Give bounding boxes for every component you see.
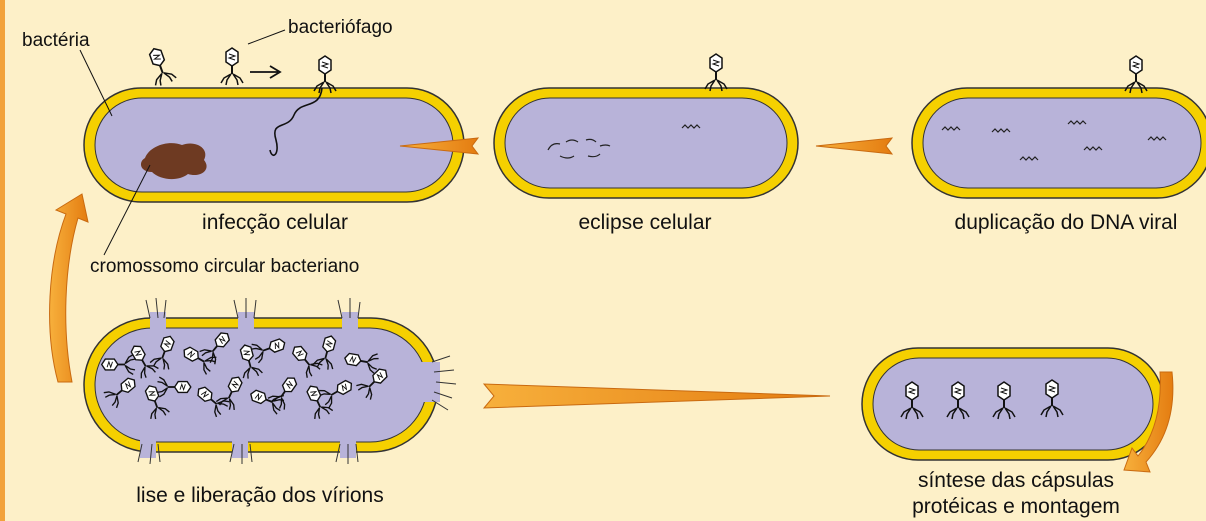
cell-synthesis xyxy=(862,348,1164,460)
stage-infection-caption: infecção celular xyxy=(140,210,410,236)
bacteria-pointer xyxy=(80,50,112,116)
stage-synthesis-caption-line2: protéicas e montagem xyxy=(876,494,1156,520)
arrow-lysis-to-infection xyxy=(50,194,88,382)
stage-duplication-caption: duplicação do DNA viral xyxy=(926,210,1206,236)
stage-synthesis-caption-line1: síntese das cápsulas xyxy=(876,468,1156,494)
phage-icon xyxy=(221,48,243,85)
cell-lysis xyxy=(84,298,456,464)
cell-eclipse xyxy=(494,54,798,198)
stage-lysis-caption: lise e liberação dos vírions xyxy=(100,483,420,509)
phage-icon xyxy=(144,45,177,87)
stage-eclipse-caption: eclipse celular xyxy=(510,210,780,236)
phage-pointer xyxy=(248,30,285,44)
phage-icon xyxy=(705,54,727,91)
chromosome-label: cromossomo circular bacteriano xyxy=(90,256,359,278)
movement-arrow-icon xyxy=(250,66,280,78)
arrow-synthesis-to-lysis xyxy=(484,384,830,408)
phage-label: bacteriófago xyxy=(288,17,393,39)
bacteria-label: bactéria xyxy=(22,30,90,52)
cell-duplication xyxy=(912,56,1206,198)
arrow-eclipse-to-duplication xyxy=(816,138,892,154)
